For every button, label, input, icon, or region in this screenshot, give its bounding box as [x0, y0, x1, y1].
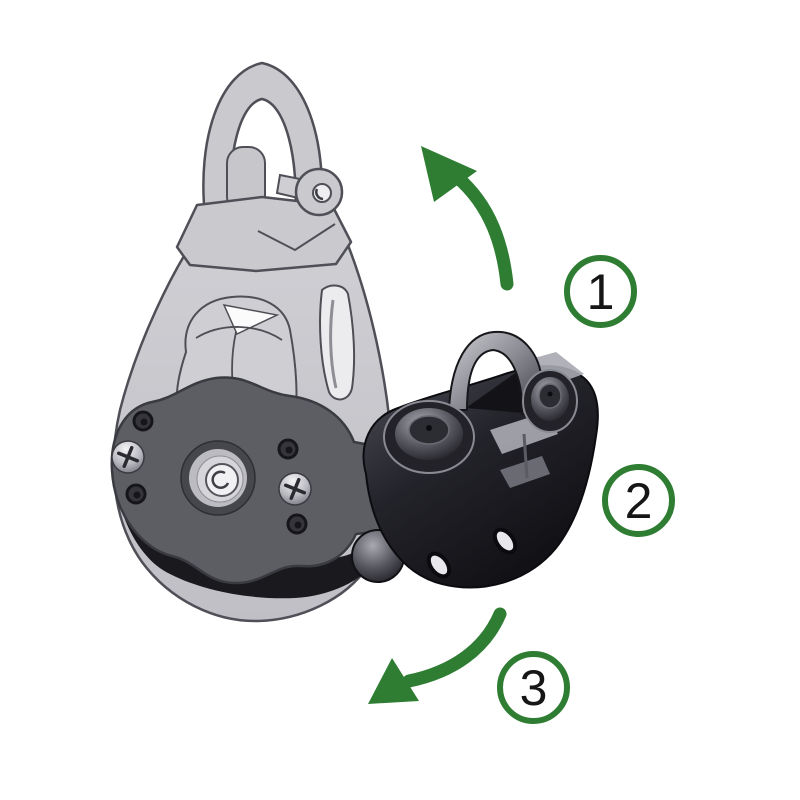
phillips-screw-right	[278, 472, 312, 506]
rivet-holes	[125, 410, 308, 535]
cam-cleat	[351, 330, 599, 589]
cleat-mount-hole-left	[426, 551, 452, 579]
center-hub	[180, 440, 256, 516]
sheave-band	[114, 478, 382, 599]
callout-step-2-label: 2	[624, 472, 653, 529]
callout-step-3: 3	[497, 651, 570, 724]
rotate-up-arrow	[421, 146, 514, 291]
rotate-down-arrowhead	[368, 658, 419, 704]
shackle-pin	[275, 167, 344, 217]
cam-knob-rear	[522, 369, 578, 433]
cam-knob-front	[383, 400, 475, 474]
cleat-jaw-facet-low	[500, 456, 550, 488]
callout-step-1-label: 1	[586, 263, 615, 320]
callout-step-1: 1	[564, 255, 637, 328]
callout-step-2: 2	[602, 464, 675, 537]
callout-step-3-label: 3	[519, 659, 548, 716]
cleat-jaw-groove	[522, 433, 529, 479]
block-head-cap	[175, 195, 353, 273]
side-slot	[319, 284, 356, 401]
rotate-down-arrow	[368, 607, 507, 704]
phillips-screw-left	[111, 440, 145, 474]
rotate-up-arrowhead	[421, 146, 477, 202]
cleat-mount-hole-right	[492, 527, 518, 555]
